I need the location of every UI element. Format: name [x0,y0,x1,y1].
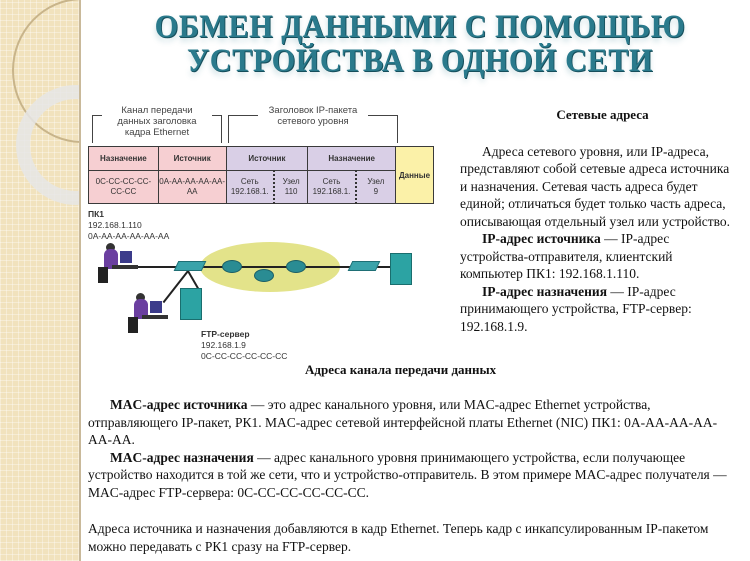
datalink-addresses-heading: Адреса канала передачи данных [305,362,497,377]
datalink-addresses-section: MAC-адрес источника — это адрес канально… [88,396,738,555]
ftp-server-label: FTP-сервер 192.168.1.9 0C-CC-CC-CC-CC-CC [201,329,287,362]
data-cell: Данные [395,146,434,204]
term-ip-source: IP-адрес источника [482,231,601,246]
ip-src-net-value: 192.168.1. [230,187,269,196]
network-addresses-para3: IP-адрес назначения — IP-адрес принимающ… [460,283,735,336]
ip-src-header: Источник [225,146,309,171]
ftp-server-icon [180,288,202,320]
term-mac-dest: MAC-адрес назначения [110,449,254,465]
remote-server-icon [390,253,412,285]
pc1-label: ПК1 192.168.1.110 0A-AA-AA-AA-AA-AA [88,209,169,242]
eth-src-header: Источник [157,146,227,171]
switch-icon [173,261,207,271]
eth-src-value: 0A-AA-AA-AA-AA-AA [157,170,227,204]
eth-dest-value: 0C-CC-CC-CC-CC-CC [88,170,159,204]
datalink-para2: MAC-адрес назначения — адрес канального … [88,449,738,502]
ip-dest-host-label: Узел [367,177,385,186]
frame-diagram: Канал передачи данных заголовка кадра Et… [88,103,434,361]
ip-src-net: Сеть 192.168.1. [225,170,275,204]
bracket-ip-label: Заголовок IP-пакета сетевого уровня [258,105,368,127]
network-addresses-para1: Адреса сетевого уровня, или IP-адреса, п… [460,143,731,229]
ip-dest-net-label: Сеть [322,177,341,186]
network-addresses-section: Сетевые адреса Адреса сетевого уровня, и… [460,106,735,335]
router-icon [286,260,306,273]
ip-source-desc: — IP-адрес устройства-отправителя, клиен… [460,231,673,281]
ftp-server-mac: 0C-CC-CC-CC-CC-CC [201,351,288,361]
ip-src-host: Узел 110 [273,170,309,204]
ip-dest-host-value: 9 [373,187,379,196]
mac-source-desc: — это адрес канального уровня, или MAC-а… [88,397,718,447]
eth-dest-header: Назначение [88,146,159,171]
ftp-server-name: FTP-сервер [201,329,250,339]
ftp-server-ip: 192.168.1.9 [201,340,246,350]
ip-dest-host: Узел 9 [355,170,397,204]
router-icon [222,260,242,273]
bracket-ethernet-label: Канал передачи данных заголовка кадра Et… [102,105,212,138]
title-line-2: УСТРОЙСТВА В ОДНОЙ СЕТИ [187,43,653,79]
network-addresses-para2: IP-адрес источника — IP-адрес устройства… [460,230,735,283]
pc1-icon [98,243,138,285]
page-title: ОБМЕН ДАННЫМИ С ПОМОЩЬЮ УСТРОЙСТВА В ОДН… [144,10,696,78]
ip-dest-net-value: 192.168.1. [312,187,351,196]
ip-src-host-value: 110 [284,187,298,196]
ip-dest-desc: — IP-адрес принимающего устройства, FTP-… [460,283,692,334]
datalink-para3: Адреса источника и назначения добавляютс… [88,521,709,554]
mac-dest-desc: — адрес канального уровня принимающего у… [88,449,727,500]
network-addresses-heading: Сетевые адреса [556,107,649,122]
datalink-para1: MAC-адрес источника — это адрес канально… [88,396,738,449]
decorative-side-band [0,0,81,561]
ip-dest-header: Назначение [307,146,397,171]
ip-src-host-label: Узел [282,177,300,186]
pc1-ip: 192.168.1.110 [88,220,142,230]
title-line-1: ОБМЕН ДАННЫМИ С ПОМОЩЬЮ [154,9,686,45]
ip-dest-net: Сеть 192.168.1. [307,170,357,204]
pc2-icon [128,293,168,335]
switch-icon [347,261,381,271]
router-icon [254,269,274,282]
pc1-name: ПК1 [88,209,105,219]
term-mac-source: MAC-адрес источника [110,397,248,412]
frame-table: Назначение Источник Источник Назначение … [88,146,434,204]
term-ip-dest: IP-адрес назначения [482,283,608,299]
ip-src-net-label: Сеть [240,177,259,186]
pc1-mac: 0A-AA-AA-AA-AA-AA [88,231,170,241]
